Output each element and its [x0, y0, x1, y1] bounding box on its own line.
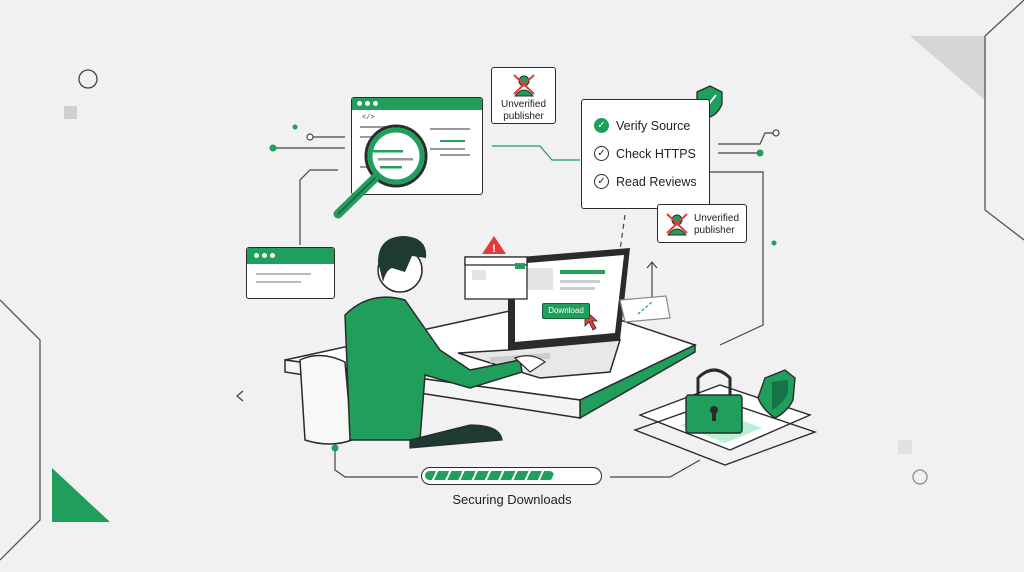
badge-line1: Unverified [500, 99, 547, 110]
checklist-item-check-https[interactable]: ✓ Check HTTPS [594, 146, 696, 161]
ring-bottom-right [912, 469, 928, 485]
person-body [344, 296, 523, 441]
broken-link-icon [619, 295, 671, 323]
code-window-titlebar [352, 98, 482, 110]
badge-line2: publisher [503, 111, 544, 122]
check-icon: ✓ [594, 174, 609, 189]
check-done-icon: ✓ [594, 118, 609, 133]
svg-text:!: ! [492, 243, 496, 255]
check-icon: ✓ [594, 146, 609, 161]
download-button[interactable]: Download [542, 303, 590, 319]
chevron-left-icon [235, 390, 244, 402]
unverified-publisher-badge: Unverified publisher [491, 67, 556, 124]
security-checklist: ✓ Verify Source ✓ Check HTTPS ✓ Read Rev… [581, 99, 710, 209]
checklist-label: Verify Source [616, 118, 691, 133]
frame-line-left [0, 299, 41, 561]
code-tag: </> [362, 114, 375, 122]
browser-titlebar [247, 248, 334, 264]
publisher-denied-icon [513, 74, 535, 97]
person-hair [378, 236, 427, 282]
warning-icon [482, 236, 506, 254]
unverified-publisher-badge-side: Unverified publisher [657, 204, 747, 243]
corner-triangle-bottom-left [52, 468, 110, 522]
corner-triangle-top-right [910, 36, 985, 100]
checklist-item-verify-source[interactable]: ✓ Verify Source [594, 118, 690, 133]
progress-fill [425, 471, 554, 480]
badge-line2: publisher [694, 225, 735, 236]
progress-bar [421, 467, 602, 485]
browser-window [246, 247, 335, 299]
checklist-label: Check HTTPS [616, 146, 696, 161]
square-bottom-right [898, 440, 912, 454]
square-top-left [64, 106, 77, 119]
checklist-item-read-reviews[interactable]: ✓ Read Reviews [594, 174, 697, 189]
badge-line1: Unverified [694, 213, 740, 224]
magnifier-icon [333, 124, 428, 219]
chair [299, 354, 353, 445]
publisher-denied-icon [666, 213, 688, 236]
progress-caption: Securing Downloads [452, 492, 572, 507]
ring-top-left [78, 69, 98, 89]
frame-line-right [984, 0, 1024, 241]
checklist-label: Read Reviews [616, 174, 697, 189]
